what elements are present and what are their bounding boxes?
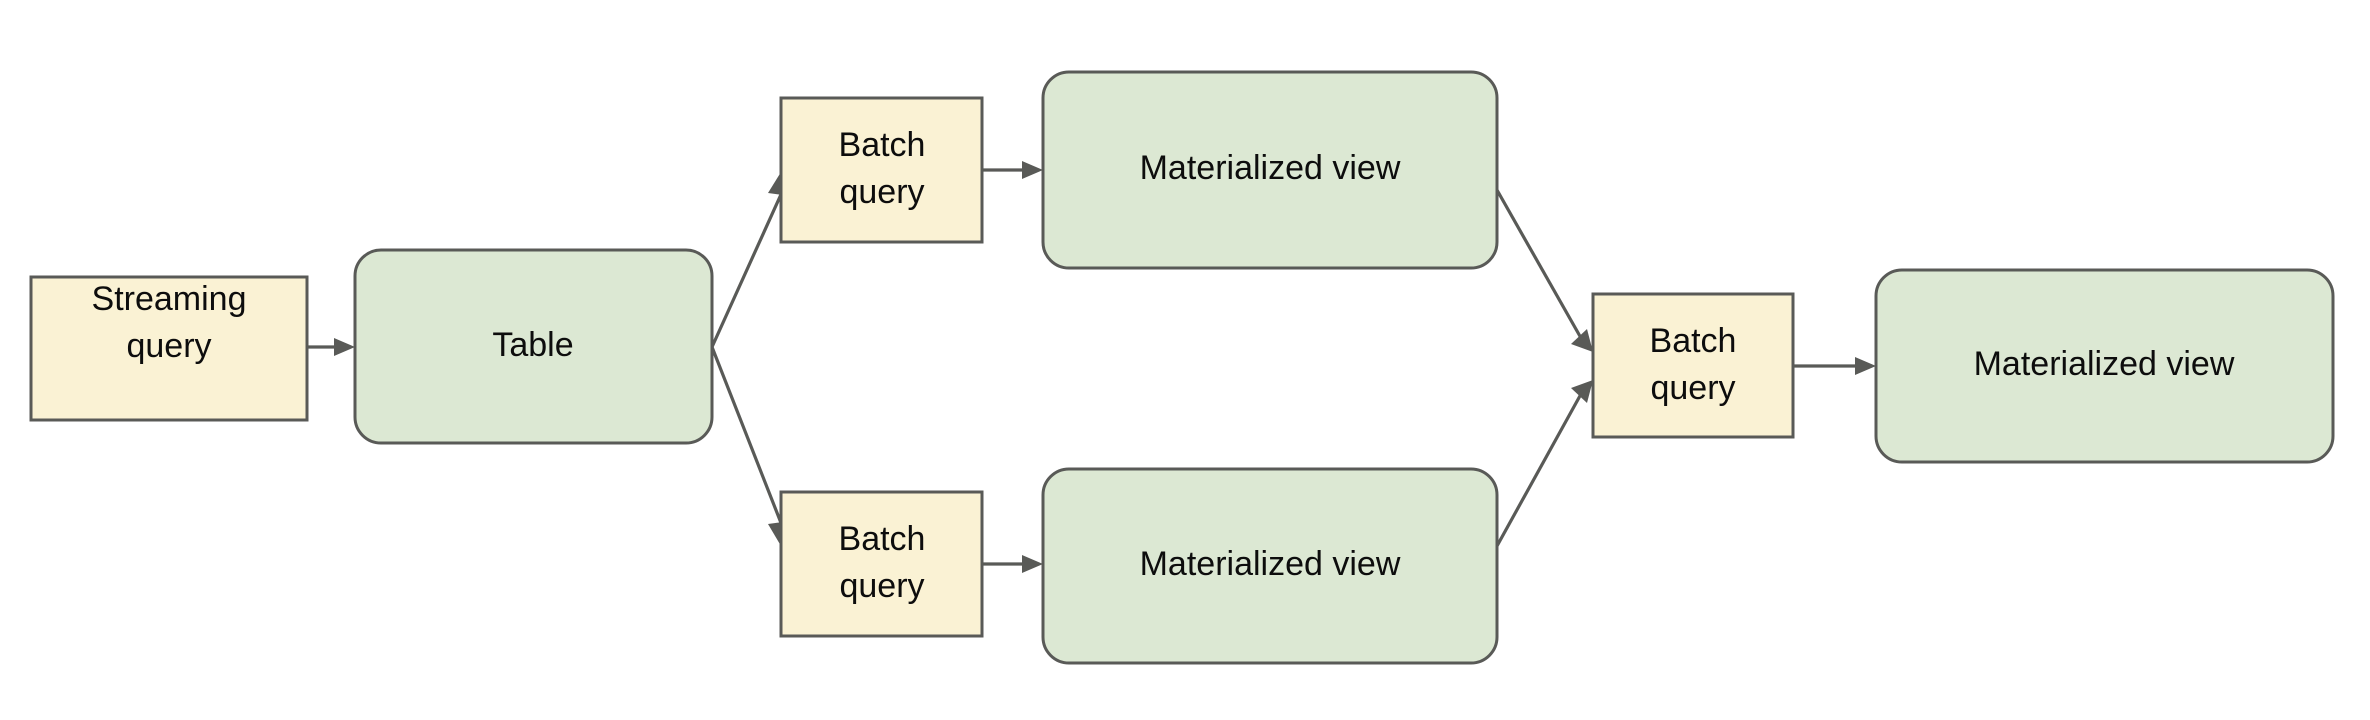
node-shape[interactable] <box>779 490 984 638</box>
node-label-line-2: query <box>839 567 924 605</box>
edge-materialized-view-top-to-batch-query-join <box>1495 189 1593 352</box>
edge-line <box>1495 189 1583 339</box>
arrowhead-icon <box>1571 329 1593 352</box>
node-batch-query-top[interactable]: Batch query <box>779 96 984 244</box>
node-label-line-1: Materialized view <box>1974 345 2235 383</box>
edge-table-to-batch-query-top <box>710 172 790 348</box>
node-label-line-1: Streaming <box>92 280 247 318</box>
node-table[interactable]: Table <box>353 248 714 445</box>
node-shape[interactable] <box>353 248 714 445</box>
edge-batch-query-bottom-to-materialized-view-bottom <box>982 555 1043 573</box>
node-shape[interactable] <box>779 96 984 244</box>
node-label-line-1: Table <box>492 326 573 364</box>
edge-line <box>1495 393 1583 547</box>
edge-line <box>710 346 785 529</box>
arrowhead-icon <box>1571 380 1593 403</box>
node-label-line-1: Batch <box>1650 322 1737 360</box>
edge-batch-query-join-to-materialized-view-final <box>1793 357 1876 375</box>
node-label-line-2: query <box>839 173 924 211</box>
edge-table-to-batch-query-bottom <box>710 346 790 546</box>
node-shape[interactable] <box>1041 467 1499 665</box>
node-shape[interactable] <box>1874 268 2335 464</box>
node-label-line-2: query <box>126 327 211 365</box>
edge-materialized-view-bottom-to-batch-query-join <box>1495 380 1593 547</box>
node-shape[interactable] <box>1591 292 1795 439</box>
edge-batch-query-top-to-materialized-view-top <box>982 161 1043 179</box>
node-materialized-view-final[interactable]: Materialized view <box>1874 268 2335 464</box>
node-batch-query-join[interactable]: Batch query <box>1591 292 1795 439</box>
edge-line <box>710 189 785 348</box>
node-shape[interactable] <box>1041 70 1499 270</box>
arrowhead-icon <box>334 338 355 356</box>
arrowhead-icon <box>1022 161 1043 179</box>
node-streaming-query[interactable]: Streaming query <box>29 275 309 422</box>
edge-streaming-query-to-table <box>307 338 355 356</box>
node-label-line-1: Batch <box>839 520 926 558</box>
node-materialized-view-top[interactable]: Materialized view <box>1041 70 1499 270</box>
arrowhead-icon <box>1022 555 1043 573</box>
node-label-line-1: Batch <box>839 126 926 164</box>
node-materialized-view-bottom[interactable]: Materialized view <box>1041 467 1499 665</box>
arrowhead-icon <box>1855 357 1876 375</box>
node-label-line-1: Materialized view <box>1140 545 1401 583</box>
node-label-line-2: query <box>1650 369 1735 407</box>
node-batch-query-bottom[interactable]: Batch query <box>779 490 984 638</box>
node-label-line-1: Materialized view <box>1140 149 1401 187</box>
node-shape[interactable] <box>29 275 309 422</box>
